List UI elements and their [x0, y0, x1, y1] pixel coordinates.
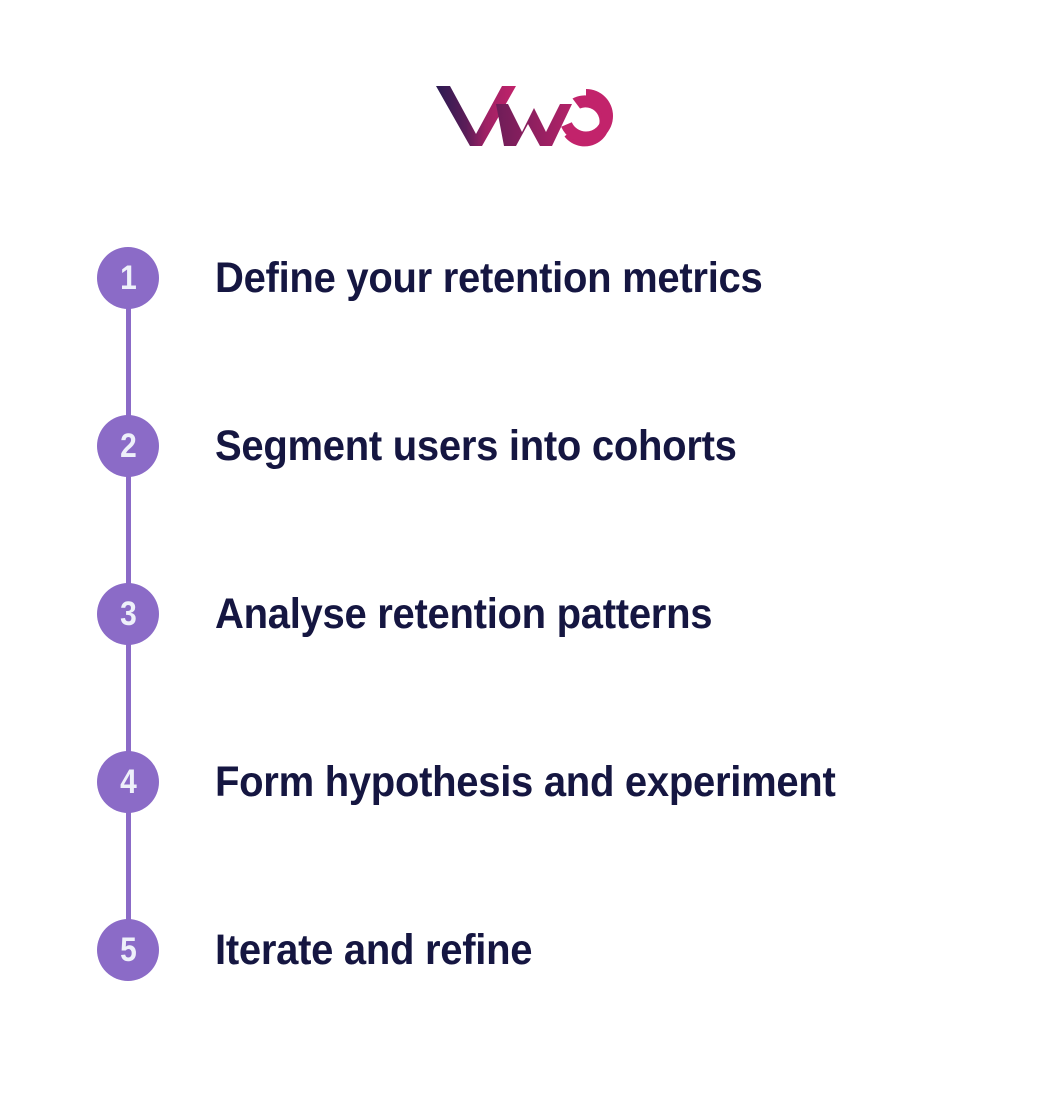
logo-letter-o-ring	[561, 89, 613, 144]
timeline-step-3: 3 Analyse retention patterns	[0, 583, 1050, 647]
step-label-3: Analyse retention patterns	[215, 589, 713, 638]
step-number-2: 2	[119, 427, 137, 465]
step-number-4: 4	[119, 763, 137, 801]
step-label-2: Segment users into cohorts	[215, 421, 737, 470]
step-label-1: Define your retention metrics	[215, 253, 763, 302]
step-number-3: 3	[119, 595, 137, 633]
step-label-4: Form hypothesis and experiment	[215, 757, 836, 806]
step-marker-2[interactable]: 2	[97, 415, 159, 477]
step-marker-3[interactable]: 3	[97, 583, 159, 645]
step-number-5: 5	[119, 931, 137, 969]
step-number-1: 1	[119, 259, 137, 297]
vwo-logo	[0, 72, 1050, 160]
timeline-step-4: 4 Form hypothesis and experiment	[0, 751, 1050, 815]
logo-letter-v	[436, 86, 516, 146]
logo-letter-w	[496, 104, 572, 146]
timeline-step-5: 5 Iterate and refine	[0, 919, 1050, 983]
step-marker-5[interactable]: 5	[97, 919, 159, 981]
step-label-5: Iterate and refine	[215, 925, 533, 974]
step-marker-1[interactable]: 1	[97, 247, 159, 309]
step-marker-4[interactable]: 4	[97, 751, 159, 813]
timeline-step-1: 1 Define your retention metrics	[0, 247, 1050, 311]
vwo-logo-mark	[436, 86, 613, 147]
timeline-step-2: 2 Segment users into cohorts	[0, 415, 1050, 479]
